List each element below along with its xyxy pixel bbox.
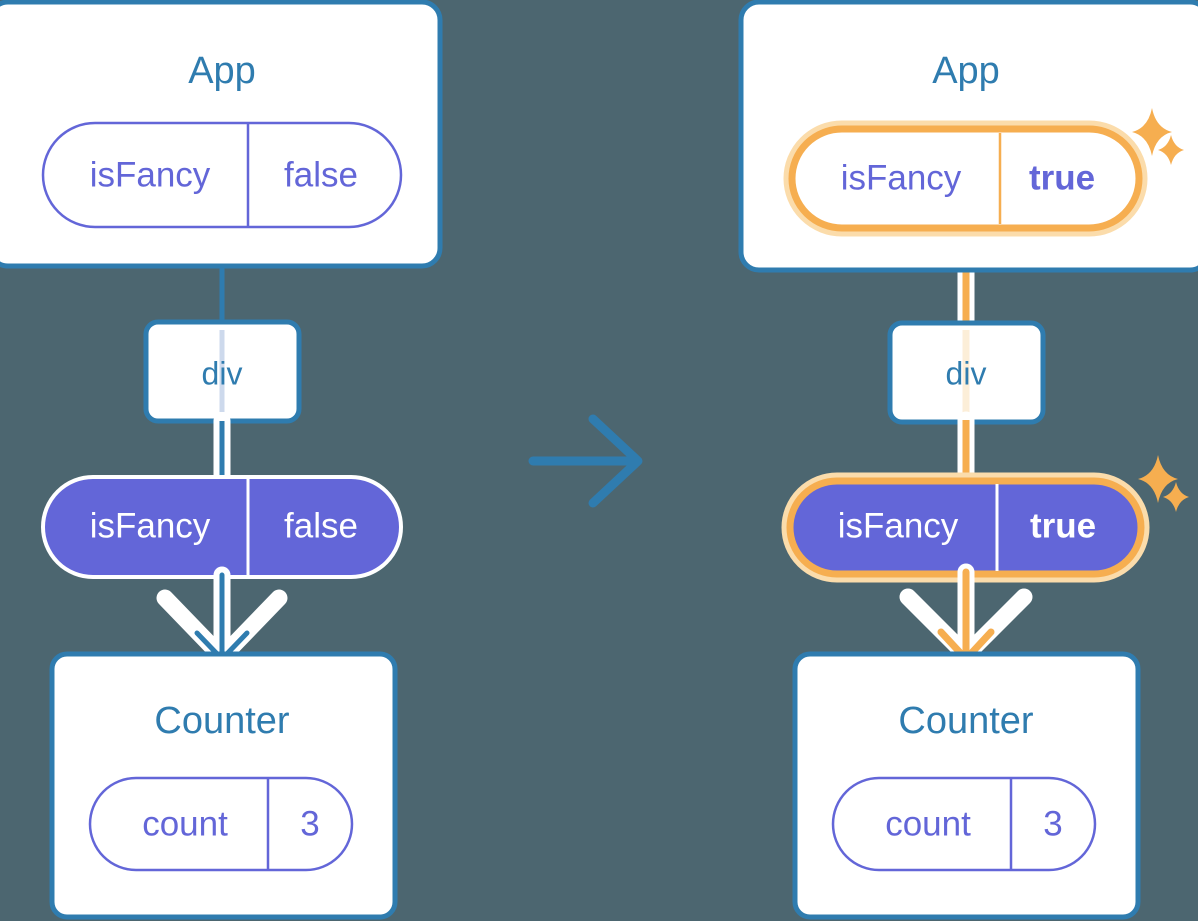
sparkle-small-icon-props-after [1163, 482, 1189, 512]
after-tree: App isFancy true div [738, 0, 1198, 920]
app-card-title-after: App [932, 50, 1000, 92]
state-pill-value-before: false [284, 155, 358, 194]
state-pill-value-after: true [1029, 158, 1095, 197]
counter-card-title-after: Counter [898, 700, 1034, 742]
transition-arrow [528, 414, 643, 508]
state-pill-name-before: isFancy [90, 155, 211, 194]
state-pill-isfancy-before [41, 121, 403, 229]
state-pill-count-name-before: count [142, 804, 228, 843]
state-pill-count-after [831, 776, 1097, 872]
sparkle-large-icon-app-after [1132, 108, 1172, 156]
props-pill-value-before: false [284, 506, 358, 545]
before-tree: App isFancy false div [0, 0, 443, 920]
state-pill-isfancy-after [783, 120, 1148, 237]
state-pill-name-after: isFancy [841, 158, 962, 197]
sparkle-small-icon-app-after [1158, 135, 1184, 165]
app-card-title-before: App [188, 50, 256, 92]
state-pill-count-value-before: 3 [300, 804, 319, 843]
sparkle-large-icon-props-after [1138, 455, 1178, 503]
props-pill-name-after: isFancy [838, 506, 959, 545]
div-card-label-after: div [946, 355, 987, 391]
props-pill-value-after: true [1030, 506, 1096, 545]
counter-card-title-before: Counter [154, 700, 290, 742]
div-card-label-before: div [202, 355, 243, 391]
state-pill-count-name-after: count [885, 804, 971, 843]
state-pill-count-value-after: 3 [1043, 804, 1062, 843]
state-pill-count-before [88, 776, 354, 872]
props-pill-name-before: isFancy [90, 506, 211, 545]
